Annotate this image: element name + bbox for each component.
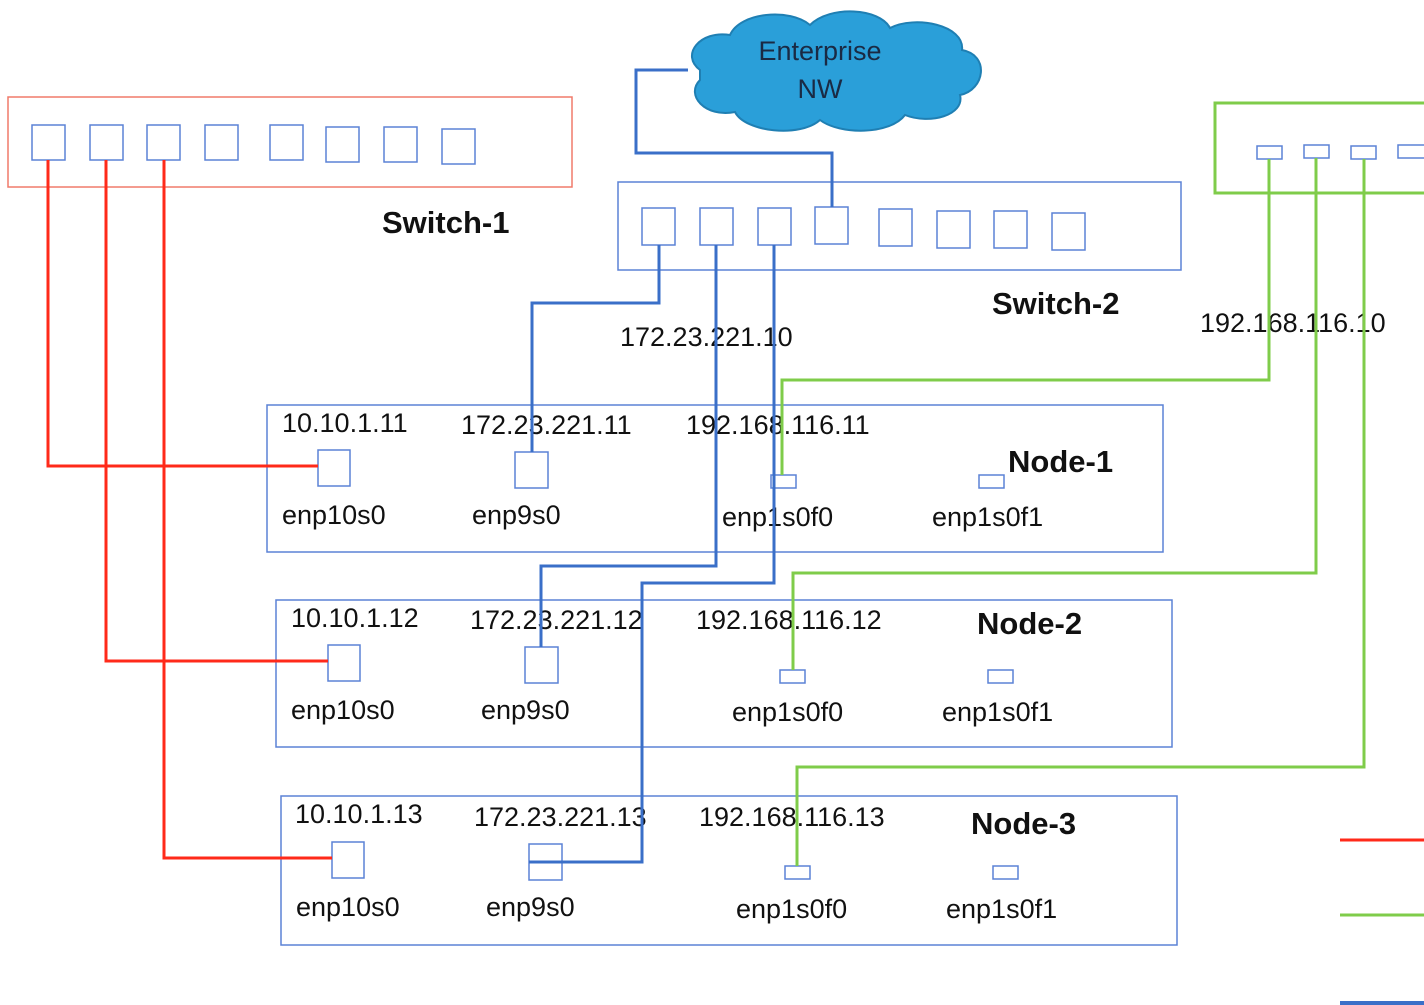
switch-2-port — [641, 207, 676, 246]
blue-link-node-1 — [530, 245, 661, 452]
node-1-ip-mgmt: 10.10.1.11 — [282, 408, 408, 438]
red-link-node-2 — [104, 160, 328, 663]
node-3-port-enp1s0f1 — [992, 865, 1019, 880]
switch-2-port — [993, 210, 1028, 249]
node-1-iface-enp9s0: enp9s0 — [472, 500, 561, 530]
green-links — [780, 158, 1366, 866]
node-1-port-enp1s0f1 — [978, 474, 1005, 489]
switch-1-port — [204, 124, 239, 161]
switch-2-port — [1051, 212, 1086, 251]
node-3-ip-enterprise: 172.23.221.13 — [474, 802, 647, 832]
node-1-iface-enp10s0: enp10s0 — [282, 500, 386, 530]
node-1-label: Node-1 — [1008, 444, 1113, 479]
switch-1-port — [89, 124, 124, 161]
switch-2-port — [699, 207, 734, 246]
node-2-box — [275, 599, 1173, 748]
node-1-port-enp9s0 — [514, 451, 549, 489]
node-2: 10.10.1.12 172.23.221.12 192.168.116.12 … — [275, 599, 1173, 748]
switch-1-label: Switch-1 — [382, 205, 509, 240]
node-2-ip-storage: 192.168.116.12 — [696, 605, 882, 635]
switch-2-port — [878, 208, 913, 247]
node-3-ip-storage: 192.168.116.13 — [699, 802, 885, 832]
switch-3-port — [1256, 145, 1283, 160]
node-2-ip-mgmt: 10.10.1.12 — [291, 603, 419, 633]
switch-2-box — [617, 181, 1182, 271]
red-links — [46, 160, 332, 860]
node-1-port-enp10s0 — [317, 449, 351, 487]
switch-3-box — [1213, 101, 1424, 195]
switch-2-port — [936, 210, 971, 249]
switch-3: 192.168.116.10 — [1200, 101, 1424, 338]
enterprise-cloud: Enterprise NW — [690, 10, 982, 132]
node-3-iface-enp10s0: enp10s0 — [296, 892, 400, 922]
node-3-port-enp10s0 — [331, 841, 365, 879]
switch-1-port — [441, 128, 476, 165]
red-link-node-1 — [46, 160, 318, 468]
node-2-label: Node-2 — [977, 606, 1082, 641]
switch-1-port — [31, 124, 66, 161]
switch-1-box — [7, 96, 573, 188]
node-3-port-enp1s0f0 — [784, 865, 811, 880]
node-1-iface-enp1s0f0: enp1s0f0 — [722, 502, 833, 532]
node-3-box — [280, 795, 1178, 946]
cloud-label-line1: Enterprise — [758, 36, 881, 66]
switch-2-ip: 172.23.221.10 — [620, 322, 793, 352]
green-link-node-3 — [795, 159, 1366, 866]
green-link-node-1 — [780, 159, 1271, 475]
node-2-port-enp1s0f1 — [987, 669, 1014, 684]
node-1-ip-storage: 192.168.116.11 — [686, 410, 870, 440]
switch-3-ip: 192.168.116.10 — [1200, 308, 1386, 338]
node-3: 10.10.1.13 172.23.221.13 192.168.116.13 … — [280, 795, 1178, 946]
node-3-iface-enp1s0f0: enp1s0f0 — [736, 894, 847, 924]
blue-link-cloud — [634, 68, 834, 207]
node-2-iface-enp1s0f1: enp1s0f1 — [942, 697, 1053, 727]
node-2-port-enp10s0 — [327, 644, 361, 682]
switch-1-port — [325, 126, 360, 163]
switch-3-port — [1303, 144, 1330, 159]
switch-2-label: Switch-2 — [992, 286, 1119, 321]
node-2-iface-enp9s0: enp9s0 — [481, 695, 570, 725]
node-2-port-enp9s0 — [524, 646, 559, 684]
switch-3-port — [1350, 145, 1377, 160]
node-1-iface-enp1s0f1: enp1s0f1 — [932, 502, 1043, 532]
switch-1-port — [146, 124, 181, 161]
green-link-node-2 — [791, 158, 1318, 670]
switch-2-port — [814, 206, 849, 245]
node-1-ip-enterprise: 172.23.221.11 — [461, 410, 632, 440]
switch-1-port — [269, 124, 304, 161]
switch-1: Switch-1 — [7, 96, 573, 240]
node-3-iface-enp1s0f1: enp1s0f1 — [946, 894, 1057, 924]
node-1: 10.10.1.11 172.23.221.11 192.168.116.11 … — [266, 404, 1164, 553]
node-3-ip-mgmt: 10.10.1.13 — [295, 799, 423, 829]
node-2-iface-enp1s0f0: enp1s0f0 — [732, 697, 843, 727]
switch-2-port — [757, 207, 792, 246]
switch-1-port — [383, 126, 418, 163]
node-2-iface-enp10s0: enp10s0 — [291, 695, 395, 725]
node-3-label: Node-3 — [971, 806, 1076, 841]
blue-links — [529, 68, 834, 864]
node-3-iface-enp9s0: enp9s0 — [486, 892, 575, 922]
node-2-ip-enterprise: 172.23.221.12 — [470, 605, 643, 635]
legend — [1340, 838, 1424, 1005]
blue-link-node-3 — [529, 245, 776, 864]
switch-3-port — [1397, 144, 1424, 159]
cloud-label-line2: NW — [798, 74, 843, 104]
red-link-node-3 — [162, 160, 332, 860]
node-2-port-enp1s0f0 — [779, 669, 806, 684]
blue-link-node-2 — [539, 245, 718, 647]
cloud-icon — [690, 10, 982, 132]
switch-2: Switch-2 172.23.221.10 — [617, 181, 1182, 352]
